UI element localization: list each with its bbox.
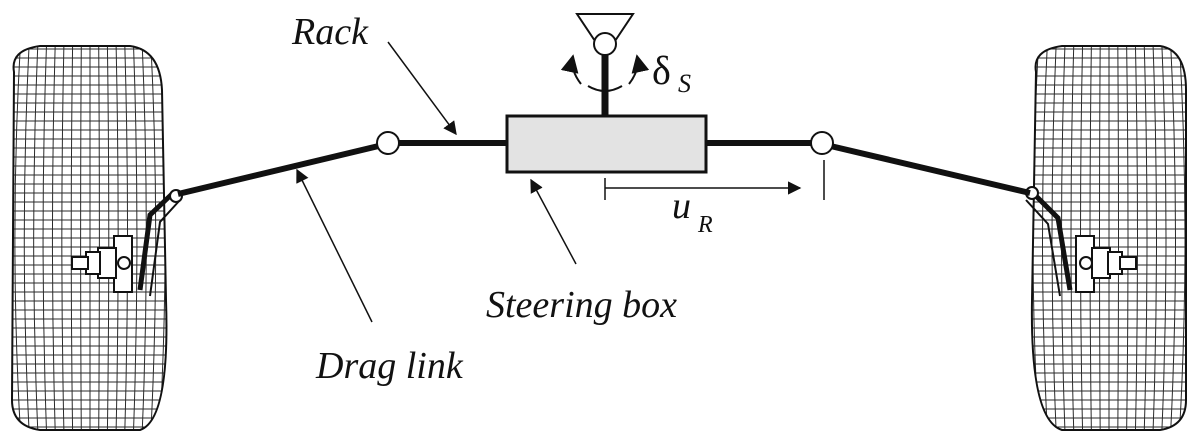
steering-box-leader: [530, 178, 577, 265]
left-rack-joint: [376, 131, 400, 155]
delta-subscript: S: [678, 69, 691, 98]
right-wheel: [1030, 45, 1187, 431]
left-tire-outline: [10, 45, 168, 431]
rotation-arrow-arc: [587, 85, 623, 92]
drag-link-leader: [296, 168, 373, 323]
right-rack-joint: [810, 131, 834, 155]
left-tire-mesh: [12, 46, 167, 430]
right-knuckle: [1025, 186, 1137, 297]
left-knuckle: [71, 189, 183, 297]
rotation-arrow-right: [628, 54, 650, 85]
ur-subscript: R: [697, 212, 713, 238]
drag-link-left: [177, 141, 388, 197]
drag-link-label: Drag link: [315, 345, 464, 387]
ur-symbol: u: [672, 185, 691, 227]
rotation-arrow-left: [560, 54, 582, 85]
steering-box: [505, 114, 708, 174]
drag-link-right: [821, 141, 1031, 196]
right-tire-outline: [1030, 45, 1187, 431]
delta-symbol: δ: [652, 48, 671, 93]
steering-box-label: Steering box: [486, 284, 677, 326]
right-tire-mesh: [1031, 46, 1186, 430]
rack-leader: [387, 41, 457, 136]
column-pivot: [593, 32, 617, 56]
rack-label: Rack: [291, 11, 369, 53]
left-wheel: [10, 45, 168, 431]
